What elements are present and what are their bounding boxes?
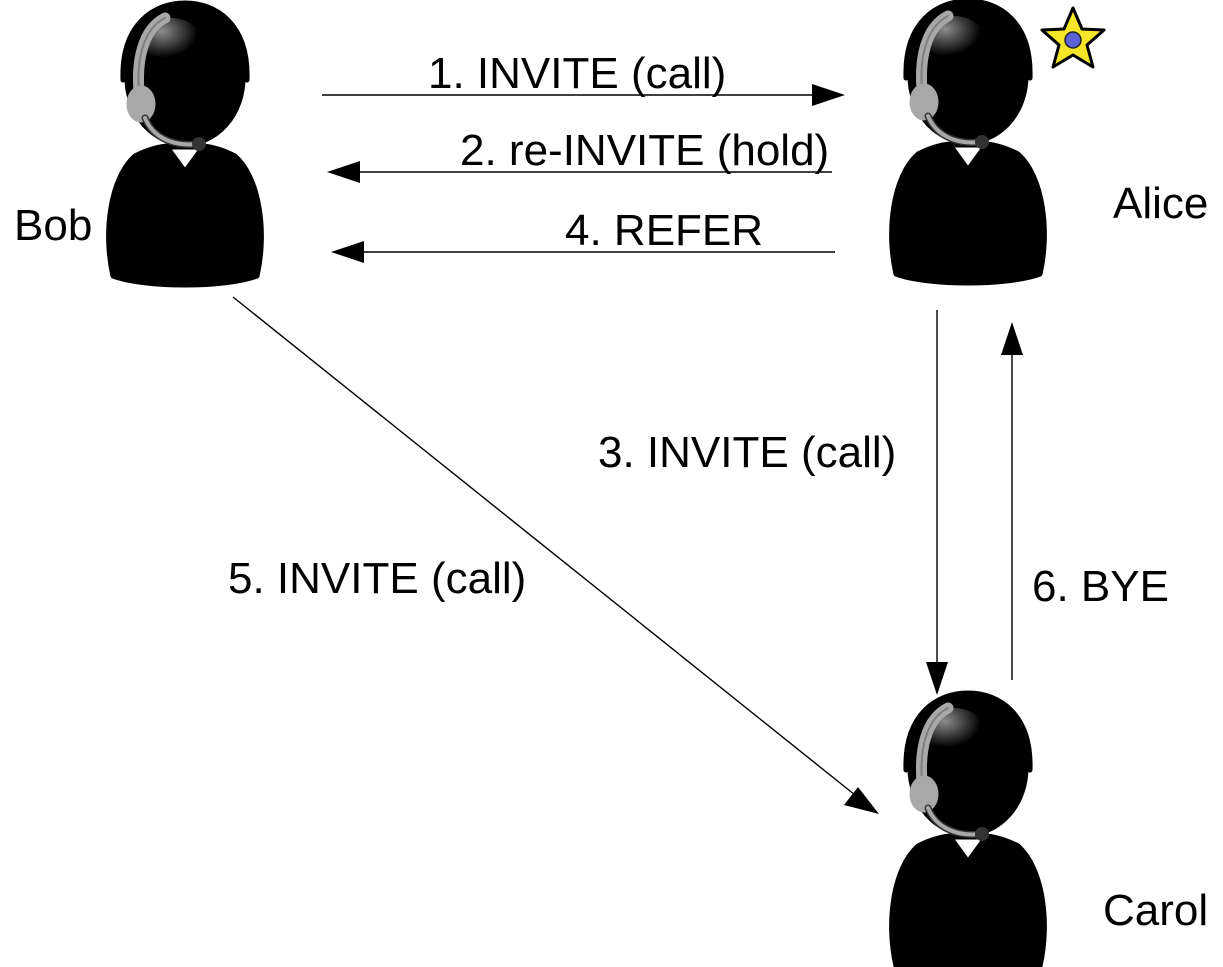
participant-carol — [892, 693, 1045, 967]
person-with-headset-icon — [109, 3, 262, 285]
message-label-2: 2. re-INVITE (hold) — [460, 126, 829, 175]
participant-alice — [892, 1, 1045, 283]
message-arrow-2 — [327, 161, 832, 183]
message-arrow-1 — [322, 84, 845, 106]
message-label-3: 3. INVITE (call) — [598, 428, 896, 477]
message-arrow-6 — [1001, 322, 1023, 680]
participant-label-bob: Bob — [14, 201, 92, 250]
message-label-5: 5. INVITE (call) — [228, 554, 526, 603]
participant-bob — [109, 3, 262, 285]
person-with-headset-icon — [892, 1, 1045, 283]
message-arrow-5 — [232, 296, 879, 814]
message-label-6: 6. BYE — [1032, 562, 1169, 611]
participant-label-carol: Carol — [1103, 886, 1208, 935]
message-arrow-3 — [926, 310, 948, 695]
message-label-1: 1. INVITE (call) — [428, 49, 726, 98]
participant-label-alice: Alice — [1113, 179, 1208, 228]
star-icon — [1040, 6, 1106, 69]
message-arrow-4 — [331, 241, 835, 263]
message-label-4: 4. REFER — [565, 206, 763, 255]
person-with-headset-icon — [892, 693, 1045, 967]
